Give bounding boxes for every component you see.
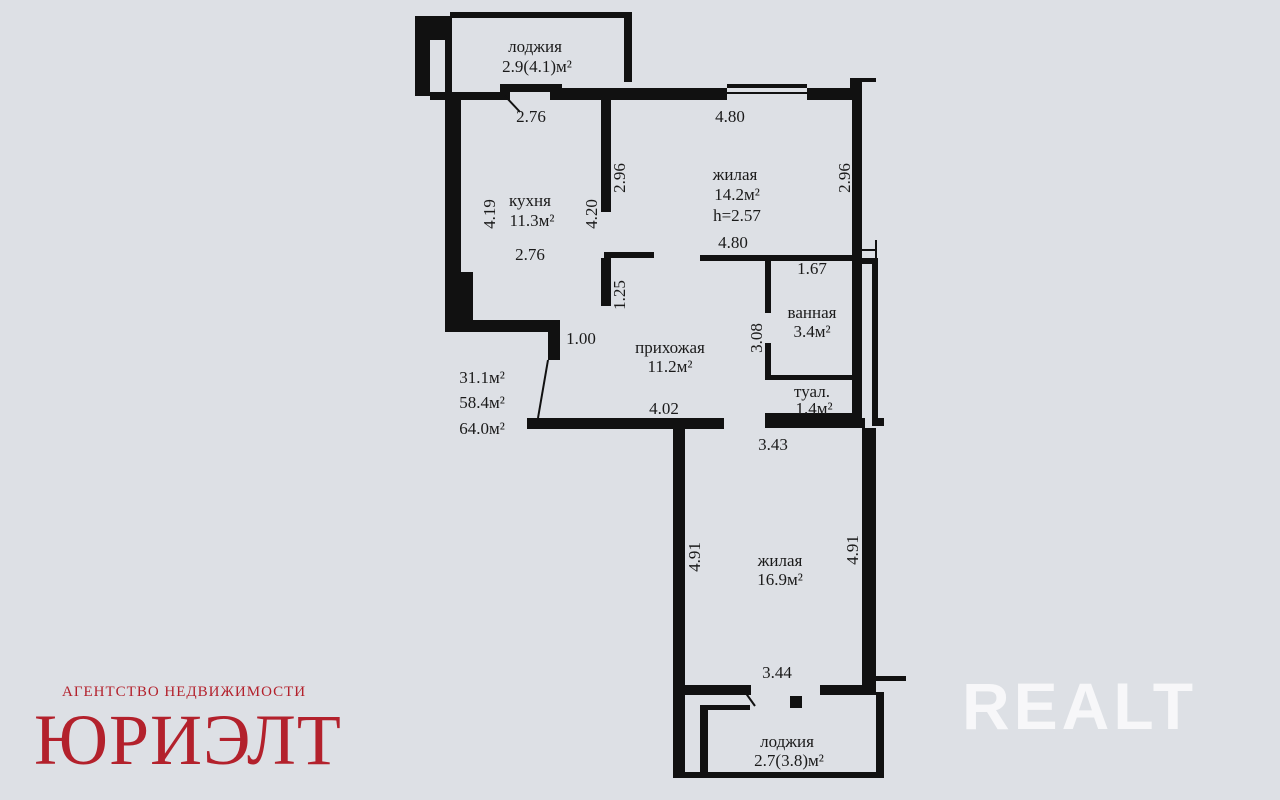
total-area: 58.4м²: [459, 393, 505, 412]
dim-bedroom-right: 4.91: [843, 535, 862, 565]
bathroom-name: ванная: [788, 303, 837, 322]
loggia-top-area: 2.9(4.1)м²: [502, 57, 572, 76]
door-lines: [504, 95, 877, 707]
living-bottom-area: 16.9м²: [757, 570, 803, 589]
dim-hall-left: 1.25: [610, 280, 629, 310]
dim-living-top-bottom: 4.80: [718, 233, 748, 252]
living-top-name: жилая: [712, 165, 758, 184]
dim-bedroom-bottom: 3.44: [762, 663, 792, 682]
loggia-bottom-area: 2.7(3.8)м²: [754, 751, 824, 770]
toilet-name: туал.: [794, 382, 830, 401]
hallway-area: 11.2м²: [648, 357, 693, 376]
dim-bath-left: 3.08: [747, 323, 766, 353]
dim-living-top-left: 2.96: [610, 163, 629, 193]
living-top-area: 14.2м²: [714, 185, 760, 204]
toilet-area: 1.4м²: [795, 399, 832, 418]
total-living-area: 31.1м²: [459, 368, 505, 387]
total-area-with-loggias: 64.0м²: [459, 419, 505, 438]
dim-hall-door: 1.00: [566, 329, 596, 348]
bathroom-area: 3.4м²: [793, 322, 830, 341]
dim-kitchen-left: 4.19: [480, 199, 499, 229]
living-bottom-name: жилая: [757, 551, 803, 570]
dim-bath-top: 1.67: [797, 259, 827, 278]
ceiling-height: h=2.57: [713, 206, 761, 225]
dim-bedroom-left: 4.91: [685, 542, 704, 572]
hallway-name: прихожая: [635, 338, 705, 357]
walls: [415, 12, 906, 778]
realt-watermark-icon: REALT: [962, 669, 1198, 743]
kitchen-name: кухня: [509, 191, 551, 210]
dim-living-top-right: 2.96: [835, 163, 854, 193]
loggia-top-left-wall: [415, 12, 632, 96]
agency-tagline: АГЕНТСТВО НЕДВИЖИМОСТИ: [62, 684, 307, 700]
dim-kitchen-top: 2.76: [516, 107, 546, 126]
dim-hall-bottom: 4.02: [649, 399, 679, 418]
dim-kitchen-right: 4.20: [582, 199, 601, 229]
loggia-top-name: лоджия: [508, 37, 562, 56]
dim-bedroom-top: 3.43: [758, 435, 788, 454]
dim-living-top-top: 4.80: [715, 107, 745, 126]
agency-logo: ЮРИЭЛТ: [34, 700, 342, 780]
kitchen-area: 11.3м²: [510, 211, 555, 230]
kitchen-width: 2.76: [515, 245, 545, 264]
loggia-bottom-name: лоджия: [760, 732, 814, 751]
